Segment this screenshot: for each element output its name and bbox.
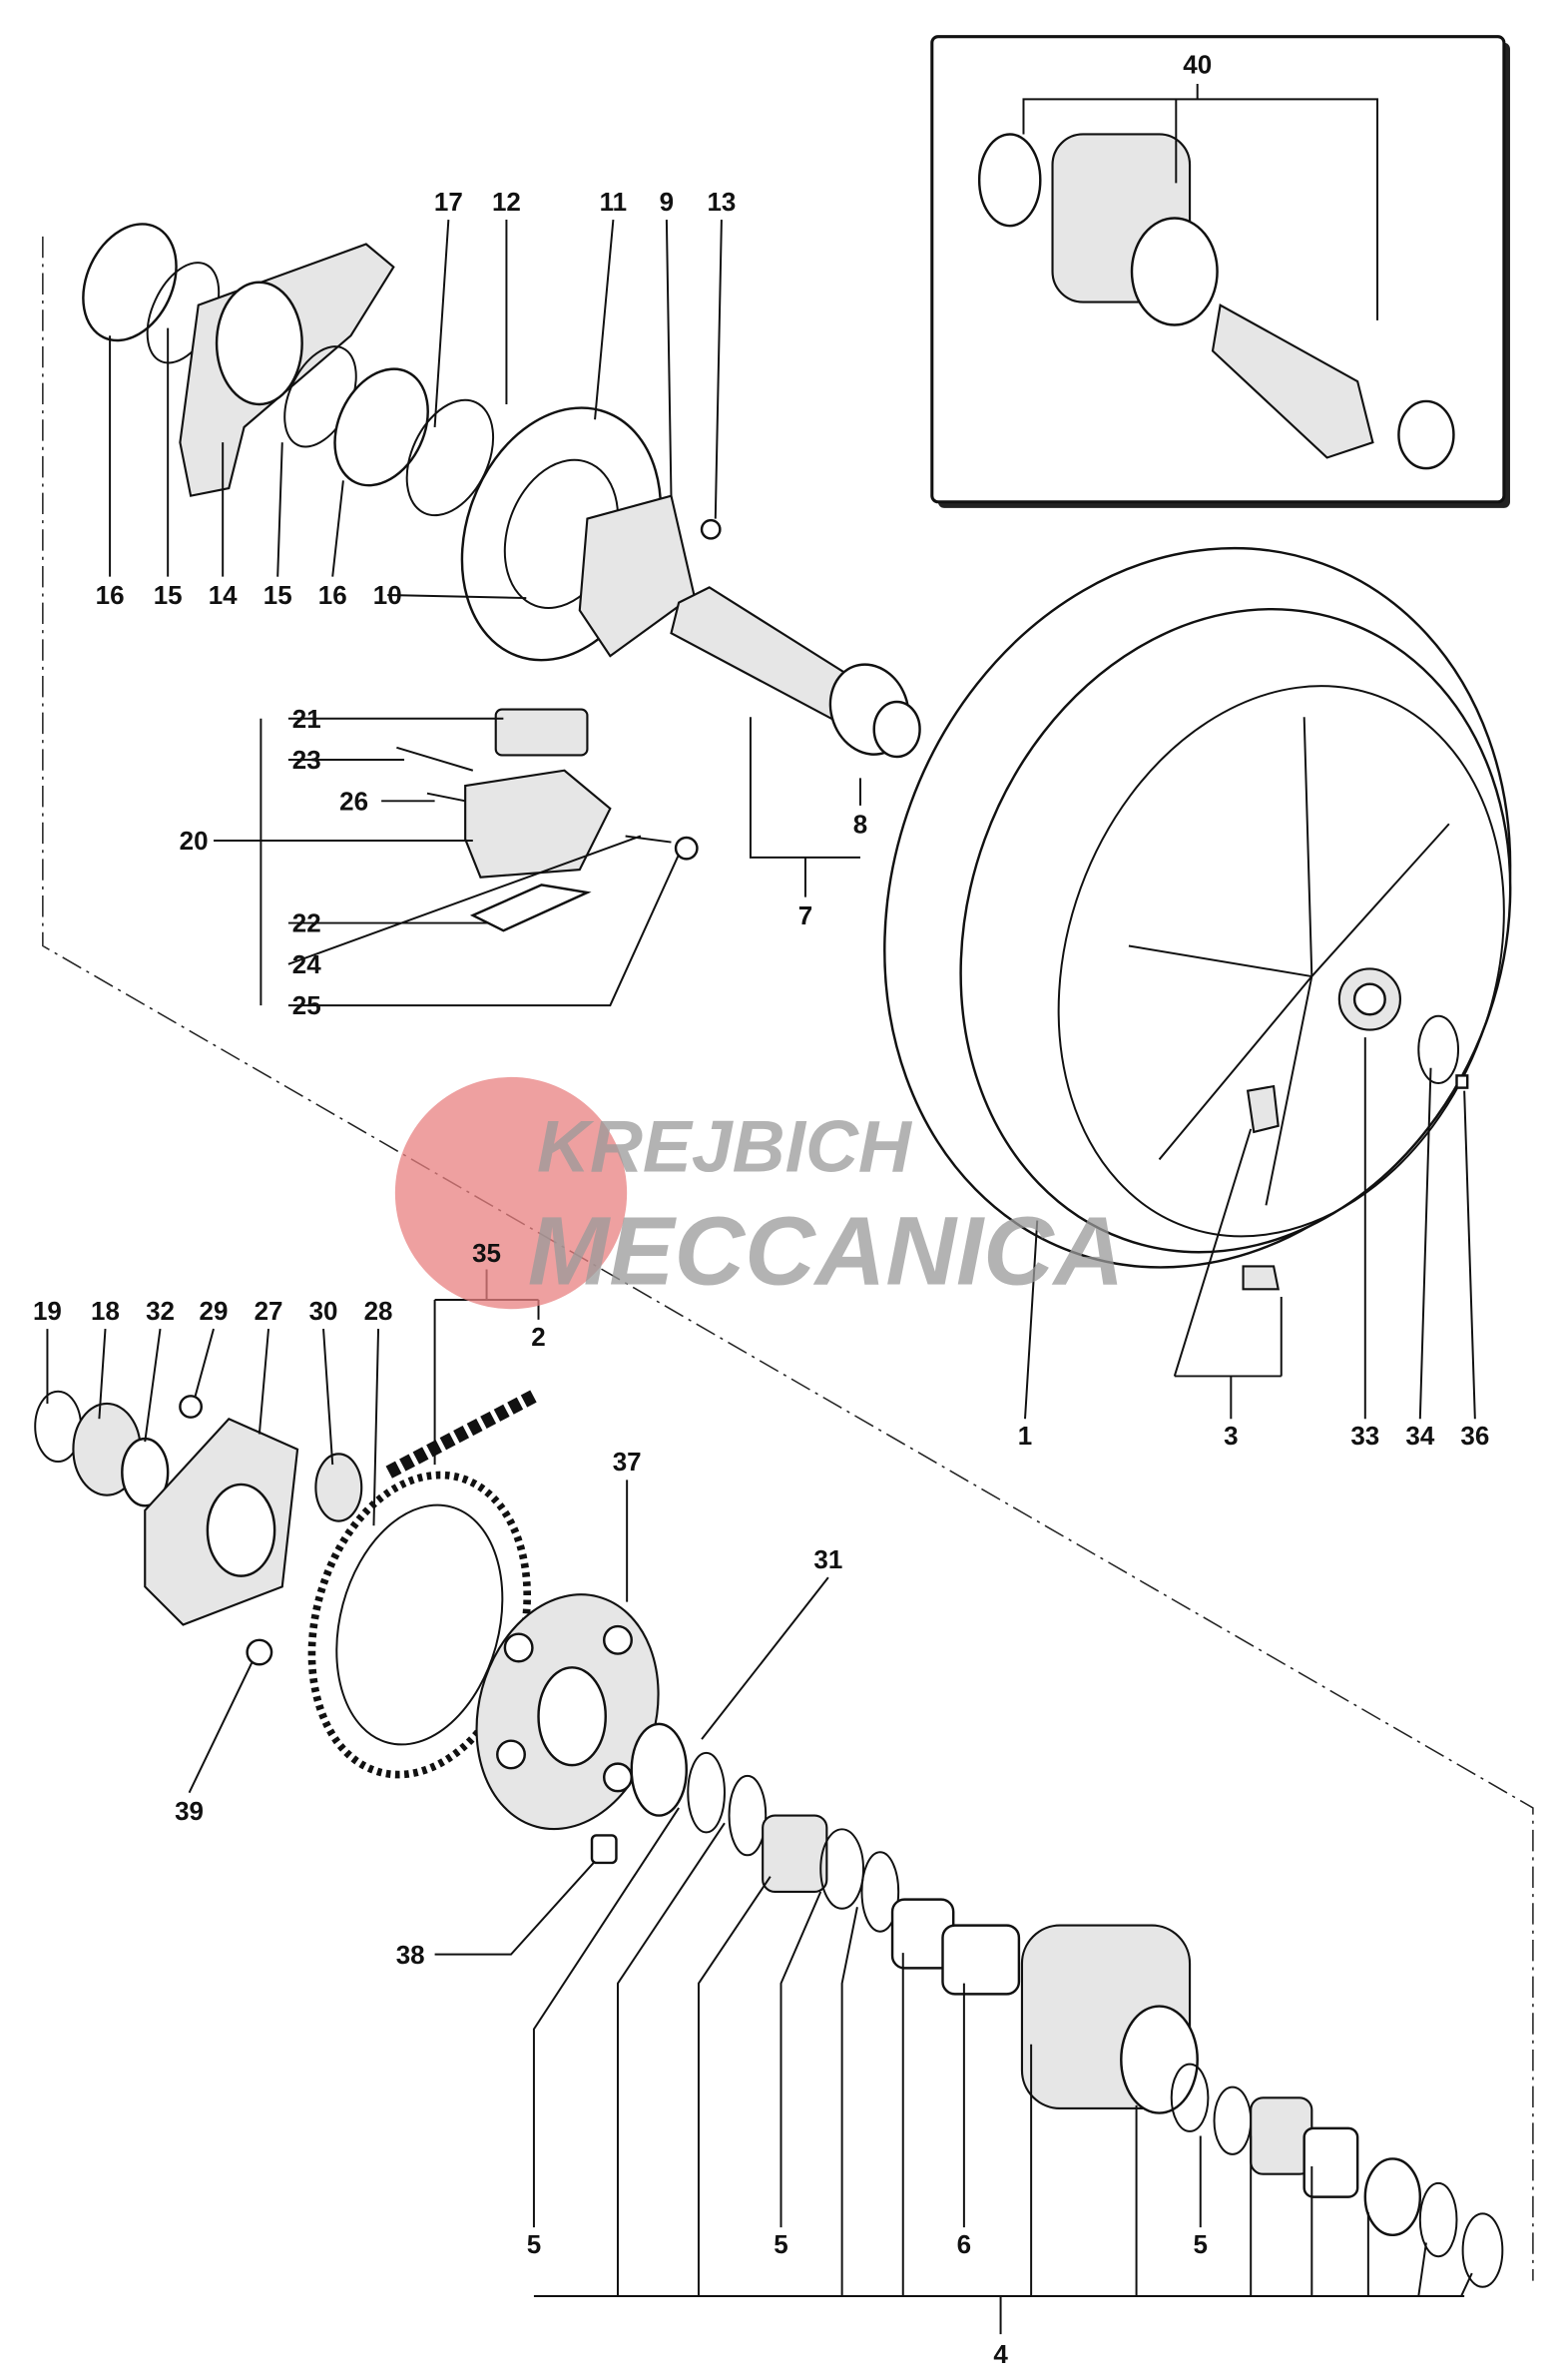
callout-20: 20 [180,826,209,856]
callout-40: 40 [1183,49,1212,79]
callout-16: 16 [96,580,125,610]
callout-12: 12 [492,187,521,217]
callout-27: 27 [255,1296,283,1326]
hub-bearings-spacers [630,1722,1504,2288]
caliper-bracket-group [82,223,495,517]
callout-31: 31 [813,1544,842,1574]
callout-15: 15 [263,580,292,610]
callout-14: 14 [209,580,238,610]
leader-lines [46,219,1476,2335]
callout-29: 29 [200,1296,229,1326]
callout-30: 30 [309,1296,338,1326]
callout-5: 5 [774,2229,787,2259]
callout-3: 3 [1224,1421,1238,1451]
rear-wheel-rim [883,546,1512,1291]
callout-labels: 40 17 12 11 9 13 16 15 14 15 16 10 21 23… [33,49,1489,2369]
callout-36: 36 [1460,1421,1489,1451]
callout-6: 6 [957,2229,971,2259]
brake-caliper [396,708,699,932]
callout-5: 5 [1194,2229,1208,2259]
callout-26: 26 [339,786,368,816]
callout-39: 39 [175,1796,204,1826]
watermark-logo-circle [394,1076,628,1310]
callout-37: 37 [613,1447,642,1477]
callout-28: 28 [364,1296,393,1326]
callout-22: 22 [292,908,321,938]
watermark-line2: MECCANICA [528,1196,1125,1306]
callout-8: 8 [853,809,867,839]
callout-4: 4 [993,2339,1008,2369]
brake-disc [460,406,722,662]
callout-23: 23 [292,745,321,775]
callout-2: 2 [531,1322,545,1352]
callout-24: 24 [292,949,321,979]
wheel-axle [670,586,921,759]
callout-13: 13 [707,187,736,217]
callout-25: 25 [292,990,321,1020]
callout-33: 33 [1350,1421,1379,1451]
callout-35: 35 [472,1238,501,1268]
callout-34: 34 [1405,1421,1434,1451]
callout-18: 18 [91,1296,120,1326]
cush-drive-flange [475,1593,660,1865]
inset-hub-assembly [930,35,1510,508]
callout-16: 16 [318,580,347,610]
callout-32: 32 [146,1296,175,1326]
callout-17: 17 [434,187,463,217]
callout-11: 11 [600,187,627,217]
callout-9: 9 [660,187,674,217]
watermark-logo: KREJBICH MECCANICA [394,1076,1125,1310]
callout-5: 5 [527,2229,541,2259]
callout-21: 21 [292,704,321,734]
callout-1: 1 [1018,1421,1032,1451]
callout-7: 7 [798,900,812,930]
callout-38: 38 [396,1940,425,1970]
callout-19: 19 [33,1296,62,1326]
callout-15: 15 [154,580,183,610]
callout-10: 10 [373,580,402,610]
watermark-line1: KREJBICH [537,1106,913,1188]
sprocket-carrier-group [34,1390,363,1626]
drive-chain [385,1390,538,1479]
